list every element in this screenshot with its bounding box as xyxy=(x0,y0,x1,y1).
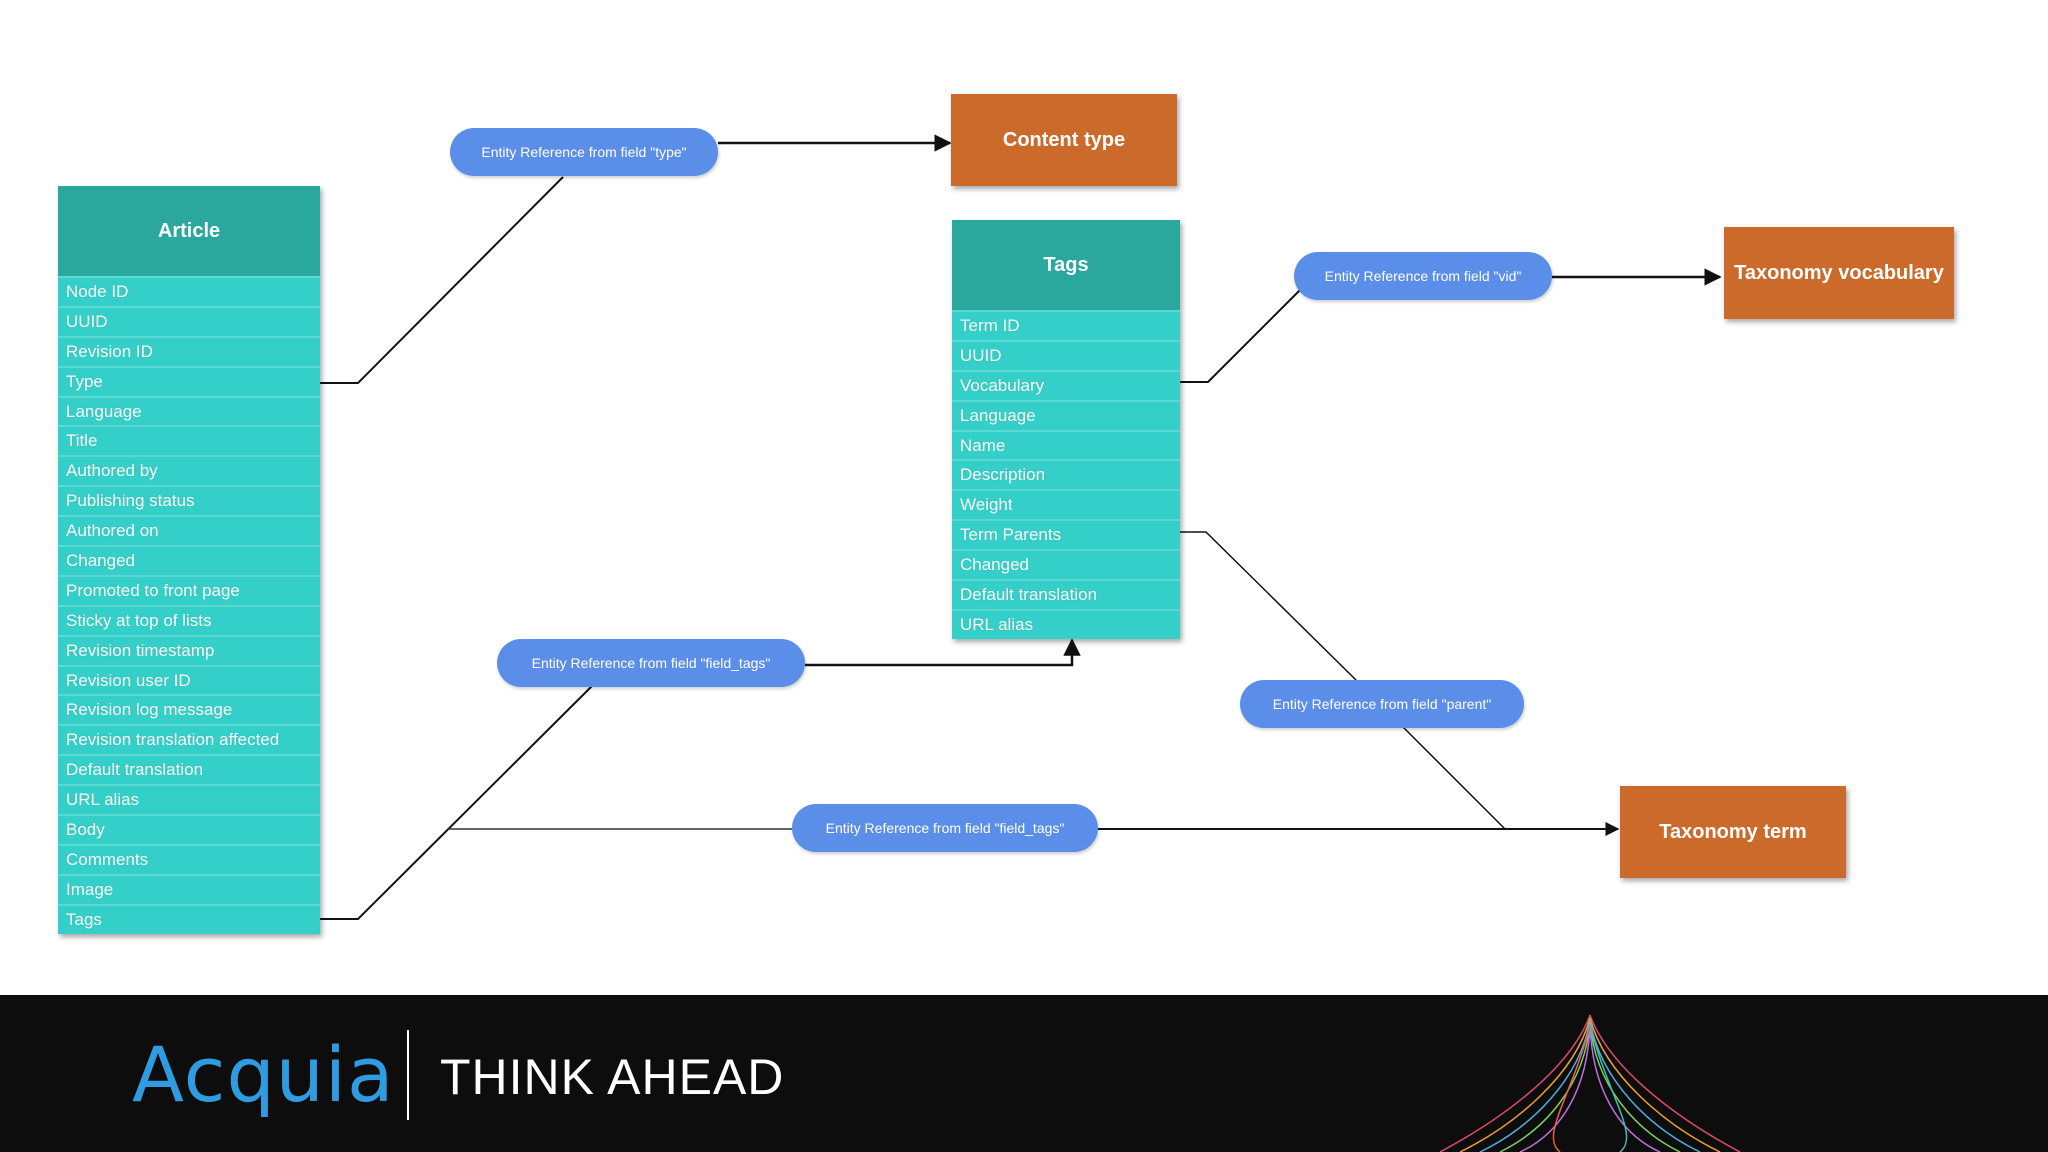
article-field-node-id: Node ID xyxy=(58,276,320,306)
footer-tagline: THINK AHEAD xyxy=(440,1049,785,1105)
tags-field-default-translation: Default translation xyxy=(952,579,1180,609)
footer-bar xyxy=(0,995,2048,1152)
tags-field-changed: Changed xyxy=(952,549,1180,580)
article-field-revision-timestamp: Revision timestamp xyxy=(58,634,320,665)
connector-tags-to-pill xyxy=(320,685,593,920)
tags-field-name: Name xyxy=(952,429,1180,460)
footer-divider xyxy=(407,1030,409,1120)
article-field-revision-translation-affected: Revision translation affected xyxy=(58,724,320,755)
article-field-changed: Changed xyxy=(58,545,320,575)
article-field-publishing-status: Publishing status xyxy=(58,485,320,516)
tags-field-url-alias: URL alias xyxy=(952,608,1180,639)
taxonomy-vocabulary-box: Taxonomy vocabulary xyxy=(1724,227,1954,319)
connector-type-to-pill xyxy=(320,176,564,384)
article-field-authored-by: Authored by xyxy=(58,455,320,486)
article-field-revision-log-message: Revision log message xyxy=(58,694,320,725)
article-field-default-translation: Default translation xyxy=(58,754,320,785)
article-field-type: Type xyxy=(58,365,320,396)
article-field-revision-id: Revision ID xyxy=(58,335,320,366)
article-field-body: Body xyxy=(58,814,320,844)
tags-field-weight: Weight xyxy=(952,489,1180,520)
reference-pill-field-tags-tags: Entity Reference from field "field_tags" xyxy=(497,639,805,687)
article-field-comments: Comments xyxy=(58,843,320,874)
tags-field-language: Language xyxy=(952,399,1180,430)
article-field-url-alias: URL alias xyxy=(58,784,320,815)
tags-field-term-id: Term ID xyxy=(952,310,1180,340)
article-field-sticky-at-top-of-lists: Sticky at top of lists xyxy=(58,604,320,635)
connector-lines xyxy=(320,134,1722,920)
connector-field-tags-to-tags xyxy=(805,638,1081,667)
connector-parent-to-term xyxy=(1401,725,1506,830)
article-field-language: Language xyxy=(58,395,320,426)
article-field-revision-user-id: Revision user ID xyxy=(58,664,320,695)
article-field-tags: Tags xyxy=(58,903,320,934)
article-field-uuid: UUID xyxy=(58,305,320,336)
article-title: Article xyxy=(58,186,320,276)
tags-field-uuid: UUID xyxy=(952,339,1180,370)
taxonomy-term-box: Taxonomy term xyxy=(1620,786,1846,878)
article-field-image: Image xyxy=(58,873,320,904)
connector-parents-to-pill xyxy=(1180,531,1357,681)
reference-pill-parent: Entity Reference from field "parent" xyxy=(1240,680,1524,728)
article-field-title: Title xyxy=(58,425,320,456)
acquia-logo: Acquia xyxy=(132,1030,395,1119)
connector-vocabulary-to-pill xyxy=(1180,289,1301,383)
reference-pill-field-tags-term: Entity Reference from field "field_tags" xyxy=(792,804,1098,852)
tags-field-term-parents: Term Parents xyxy=(952,519,1180,550)
content-type-box: Content type xyxy=(951,94,1177,186)
article-field-authored-on: Authored on xyxy=(58,515,320,546)
reference-pill-vid: Entity Reference from field "vid" xyxy=(1294,252,1552,300)
tags-title: Tags xyxy=(952,220,1180,310)
article-field-promoted-to-front-page: Promoted to front page xyxy=(58,574,320,605)
reference-pill-type: Entity Reference from field "type" xyxy=(450,128,718,176)
tags-field-vocabulary: Vocabulary xyxy=(952,369,1180,400)
tags-field-description: Description xyxy=(952,459,1180,490)
decorative-lines-icon xyxy=(1439,1014,1741,1152)
